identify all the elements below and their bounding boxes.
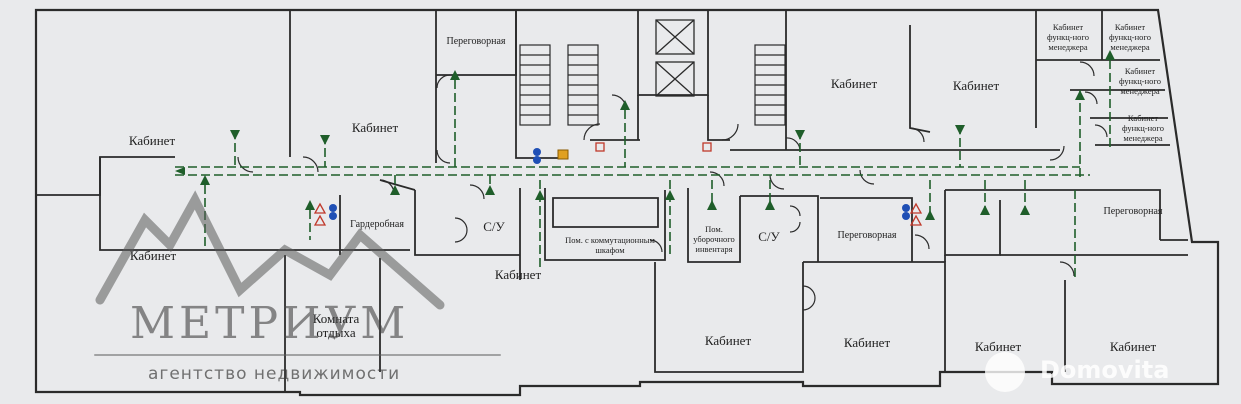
route-arrows xyxy=(175,50,1115,220)
room-label-su-right: С/У xyxy=(758,229,780,244)
elevator-shafts xyxy=(655,19,695,97)
watermark-tagline: агентство недвижимости xyxy=(148,364,401,384)
evacuation-route xyxy=(175,60,1111,280)
room-label-garderobnaya: Гардеробная xyxy=(350,219,404,230)
room-label-kabinet-center: Кабинет xyxy=(494,267,542,282)
room-label-kabinet-b2: Кабинет xyxy=(843,335,891,350)
room-label-kabinet-b3: Кабинет xyxy=(974,339,1022,354)
metrium-logo-mark xyxy=(94,190,501,356)
room-label-kabinet-manager-2: Кабинет функц-ного менеджера xyxy=(1109,22,1151,52)
room-label-pom-uborochnogo: Пом. уборочного инвентаря xyxy=(693,224,735,254)
watermark-brand: МЕТРИУМ xyxy=(130,298,410,349)
stairs xyxy=(519,44,786,126)
room-label-komnata-otdyha: Комната отдыха xyxy=(312,311,360,340)
room-label-kabinet-top-mid: Кабинет xyxy=(351,120,399,135)
watermark-site: Domovita xyxy=(1040,356,1170,384)
room-label-kabinet-top-left: Кабинет xyxy=(128,133,176,148)
interior-walls xyxy=(35,10,1188,392)
fire-equipment xyxy=(313,142,923,226)
fire-extinguisher-icon xyxy=(329,148,910,220)
room-label-su-left: С/У xyxy=(483,219,505,234)
fire-hydrant-icon xyxy=(557,149,569,160)
room-label-kabinet-b1: Кабинет xyxy=(704,333,752,348)
outer-walls xyxy=(34,8,1220,397)
room-label-kabinet-manager-4: Кабинет функц-ного менеджера xyxy=(1122,113,1164,143)
room-label-kabinet-left-low: Кабинет xyxy=(129,248,177,263)
room-label-kabinet-b4: Кабинет xyxy=(1109,339,1157,354)
room-label-kabinet-top-right1: Кабинет xyxy=(830,76,878,91)
room-label-peregovornaya-right: Переговорная xyxy=(1103,206,1163,217)
room-label-kabinet-top-right2: Кабинет xyxy=(952,78,1000,93)
fire-alarm-icon xyxy=(313,142,923,226)
room-label-kabinet-manager-1: Кабинет функц-ного менеджера xyxy=(1047,22,1089,52)
domovita-logo-mark xyxy=(985,352,1025,392)
door-arcs xyxy=(237,61,1108,311)
room-label-peregovornaya-mid: Переговорная xyxy=(837,230,897,241)
room-label-peregovornaya-top: Переговорная xyxy=(446,36,506,47)
room-label-pom-kommut: Пом. с коммутационным шкафом xyxy=(565,235,655,255)
room-label-kabinet-manager-3: Кабинет функц-ного менеджера xyxy=(1119,66,1161,96)
